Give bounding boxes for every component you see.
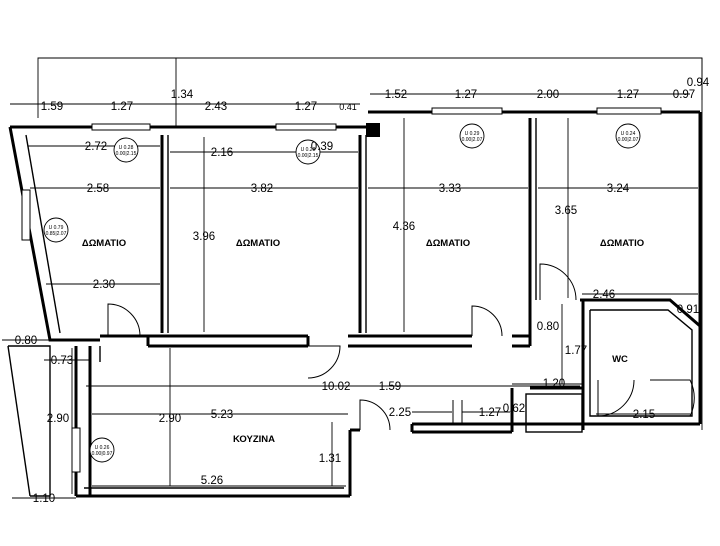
dim-kitchen-1: 5.23 bbox=[211, 409, 233, 421]
dim-wc-6: 2.15 bbox=[633, 409, 655, 421]
dim-kitchen-2: 2.90 bbox=[159, 413, 181, 425]
windows bbox=[21, 107, 662, 473]
svg-text:U 0.79: U 0.79 bbox=[49, 225, 64, 231]
dim-wc-4: 1.77 bbox=[565, 345, 587, 357]
dim-corridor-3: 2.25 bbox=[389, 407, 411, 419]
room-label-kitchen: ΚΟΥΖΙΝΑ bbox=[233, 434, 275, 445]
dim-topr-5: 0.97 bbox=[673, 89, 695, 101]
dim-wc-2: 0.91 bbox=[677, 304, 699, 316]
dim-left-3: 2.90 bbox=[47, 413, 69, 425]
dim-room3-1: 3.33 bbox=[439, 183, 461, 195]
dim-wc-3: 0.80 bbox=[537, 321, 559, 333]
dim-top-extra-1: 1.34 bbox=[171, 89, 194, 101]
dim-corridor-4: 1.27 bbox=[479, 407, 501, 419]
room-label-wc: WC bbox=[612, 354, 628, 365]
dim-left-2: 0.73 bbox=[51, 355, 73, 367]
room-label-1: ΔΩΜΑΤΙΟ bbox=[82, 238, 126, 249]
u-symbol-4: U 0.24 0.00|2.07 bbox=[615, 123, 641, 149]
dim-wc-1: 2.46 bbox=[593, 289, 615, 301]
dim-corridor-5: 0.62 bbox=[503, 403, 525, 415]
dim-room1-3: 2.30 bbox=[93, 279, 115, 291]
dim-left-4: 1.10 bbox=[33, 493, 55, 505]
room-label-4: ΔΩΜΑΤΙΟ bbox=[600, 238, 644, 249]
walls bbox=[7, 110, 702, 498]
svg-text:U 0.28: U 0.28 bbox=[301, 147, 316, 153]
dim-kitchen-4: 1.31 bbox=[319, 453, 341, 465]
dim-top-extra-2: 0.94 bbox=[687, 77, 710, 89]
svg-text:U 0.29: U 0.29 bbox=[465, 131, 480, 137]
u-symbol-5: U 0.79 0.85|2.07 bbox=[43, 217, 69, 243]
dim-wc-5: 1.20 bbox=[543, 378, 565, 390]
dim-room2-2: 3.82 bbox=[251, 183, 273, 195]
dim-top-2: 1.27 bbox=[111, 101, 133, 113]
dim-topr-3: 2.00 bbox=[537, 89, 559, 101]
u-symbol-6: U 0.26 0.00|0.97 bbox=[89, 437, 115, 463]
dim-top-5: 0.41 bbox=[339, 102, 357, 112]
dim-room2-4: 0.39 bbox=[311, 141, 333, 153]
dim-kitchen-3: 5.26 bbox=[201, 475, 223, 487]
u-symbol-1: U 0.28 0.00|2.15 bbox=[113, 137, 139, 163]
dim-topr-2: 1.27 bbox=[455, 89, 477, 101]
room-label-3: ΔΩΜΑΤΙΟ bbox=[426, 238, 470, 249]
dimension-labels: 1.59 1.27 2.43 1.27 0.41 1.34 0.94 1.52 … bbox=[15, 77, 710, 505]
svg-text:0.00|2.07: 0.00|2.07 bbox=[462, 137, 483, 143]
svg-text:0.00|2.15: 0.00|2.15 bbox=[298, 153, 319, 159]
svg-text:0.00|2.07: 0.00|2.07 bbox=[618, 137, 639, 143]
dim-top-3: 2.43 bbox=[205, 101, 227, 113]
dim-room2-3: 3.96 bbox=[193, 231, 215, 243]
dimension-lines bbox=[2, 58, 698, 499]
dim-room2-1: 2.16 bbox=[211, 147, 233, 159]
dim-left-1: 0.80 bbox=[15, 335, 37, 347]
dim-top-1: 1.59 bbox=[41, 101, 63, 113]
dim-room1-1: 2.72 bbox=[85, 141, 107, 153]
dim-corridor-2: 1.59 bbox=[379, 381, 401, 393]
dim-top-4: 1.27 bbox=[295, 101, 317, 113]
dim-topr-4: 1.27 bbox=[617, 89, 639, 101]
dim-room3-2: 4.36 bbox=[393, 221, 415, 233]
u-value-symbols: U 0.28 0.00|2.15 U 0.28 0.00|2.15 U 0.29… bbox=[43, 123, 641, 463]
svg-text:U 0.24: U 0.24 bbox=[621, 131, 636, 137]
dim-topr-1: 1.52 bbox=[385, 89, 407, 101]
u-symbol-3: U 0.29 0.00|2.07 bbox=[459, 123, 485, 149]
dim-room4-1: 3.24 bbox=[607, 183, 630, 195]
dim-room4-2: 3.65 bbox=[555, 205, 577, 217]
svg-text:0.85|2.07: 0.85|2.07 bbox=[46, 231, 67, 237]
dim-corridor-1: 10.02 bbox=[322, 381, 351, 393]
svg-text:U 0.26: U 0.26 bbox=[95, 445, 110, 451]
room-label-2: ΔΩΜΑΤΙΟ bbox=[236, 238, 280, 249]
doors bbox=[107, 263, 695, 431]
dim-room1-2: 2.58 bbox=[87, 183, 109, 195]
svg-text:0.00|2.15: 0.00|2.15 bbox=[116, 151, 137, 157]
u-symbol-2: U 0.28 0.00|2.15 bbox=[295, 139, 321, 165]
svg-text:U 0.28: U 0.28 bbox=[119, 145, 134, 151]
outer-reference-lines bbox=[37, 57, 703, 430]
room-labels: ΔΩΜΑΤΙΟ ΔΩΜΑΤΙΟ ΔΩΜΑΤΙΟ ΔΩΜΑΤΙΟ WC ΚΟΥΖΙ… bbox=[82, 238, 644, 445]
svg-text:0.00|0.97: 0.00|0.97 bbox=[92, 451, 113, 457]
